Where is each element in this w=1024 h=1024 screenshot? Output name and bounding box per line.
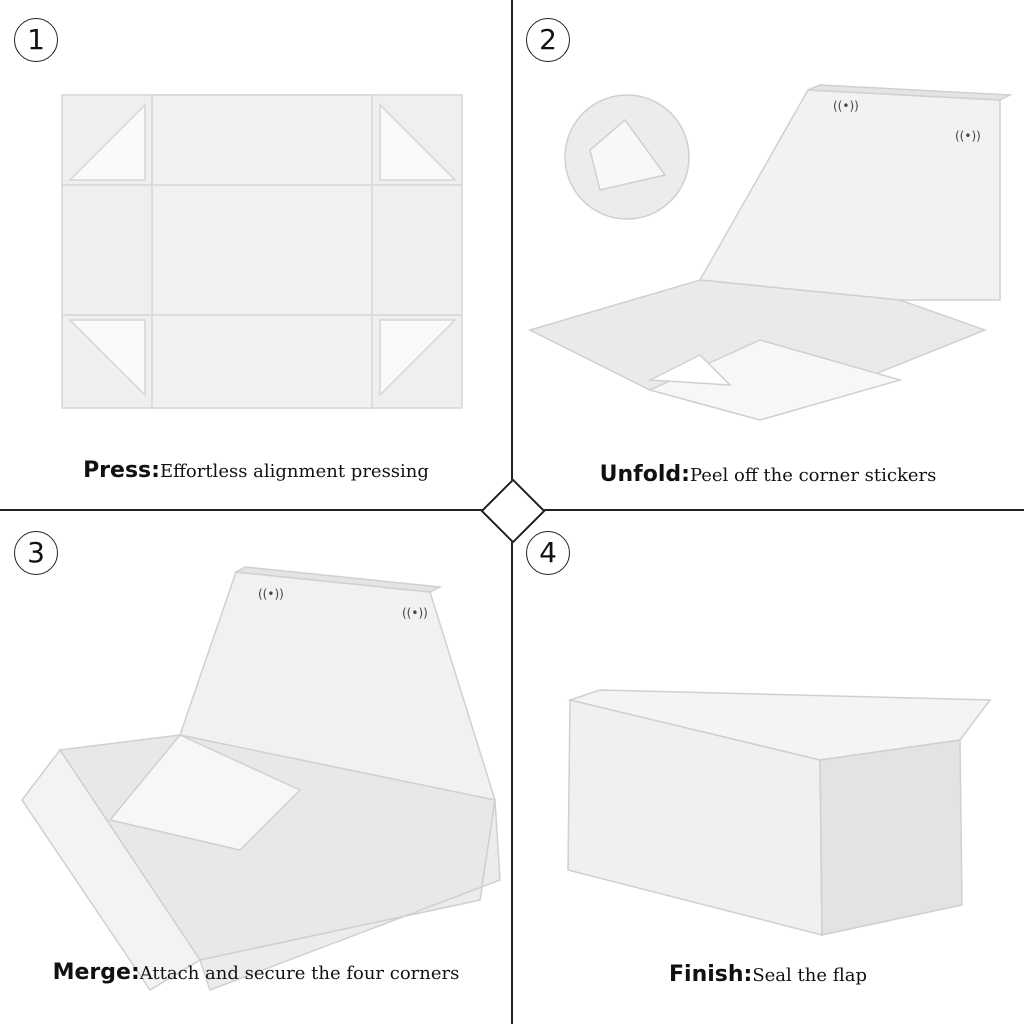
step3-description: Attach and secure the four corners xyxy=(139,963,460,984)
svg-text:((•)): ((•)) xyxy=(955,129,981,143)
step1-description: Effortless alignment pressing xyxy=(159,461,429,482)
step2-description: Peel off the corner stickers xyxy=(689,465,937,486)
step-number-4: 4 xyxy=(526,531,570,575)
step1-flat-box-image xyxy=(61,94,463,409)
step4-caption: Finish:Seal the flap xyxy=(512,962,1024,987)
svg-text:((•)): ((•)) xyxy=(402,606,428,620)
step3-caption: Merge:Attach and secure the four corners xyxy=(0,960,512,985)
svg-text:((•)): ((•)) xyxy=(833,99,859,113)
svg-text:((•)): ((•)) xyxy=(258,587,284,601)
step2-title: Unfold: xyxy=(599,462,690,487)
step3-open-box-image: ((•)) ((•)) xyxy=(21,566,501,992)
step1-caption: Press:Effortless alignment pressing xyxy=(0,458,512,483)
step-number-3: 3 xyxy=(14,531,58,575)
step1-title: Press: xyxy=(83,458,160,483)
step4-title: Finish: xyxy=(669,962,753,987)
step-number-1: 1 xyxy=(14,18,58,62)
step3-title: Merge: xyxy=(52,960,140,985)
step4-closed-box-image xyxy=(567,689,992,936)
step2-unfold-box-image: ((•)) ((•)) xyxy=(527,84,1013,421)
step-number-2: 2 xyxy=(526,18,570,62)
step4-description: Seal the flap xyxy=(752,965,867,986)
step2-caption: Unfold:Peel off the corner stickers xyxy=(512,462,1024,487)
